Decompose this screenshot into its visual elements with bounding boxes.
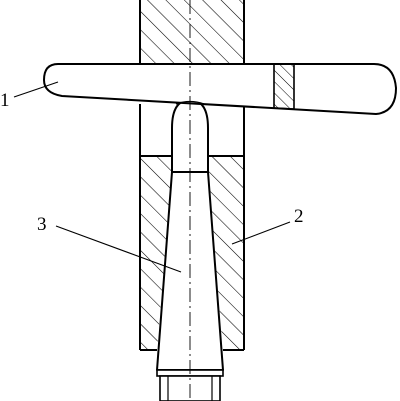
leader-3 bbox=[55, 225, 182, 273]
leader-1 bbox=[13, 81, 59, 98]
label-pin: 3 bbox=[37, 214, 47, 235]
leader-2 bbox=[231, 221, 291, 245]
lever-part-1 bbox=[43, 63, 397, 115]
label-body: 2 bbox=[294, 206, 304, 227]
label-lever: 1 bbox=[0, 90, 10, 111]
body-part-2 bbox=[139, 104, 245, 351]
upper-block bbox=[139, 0, 245, 64]
